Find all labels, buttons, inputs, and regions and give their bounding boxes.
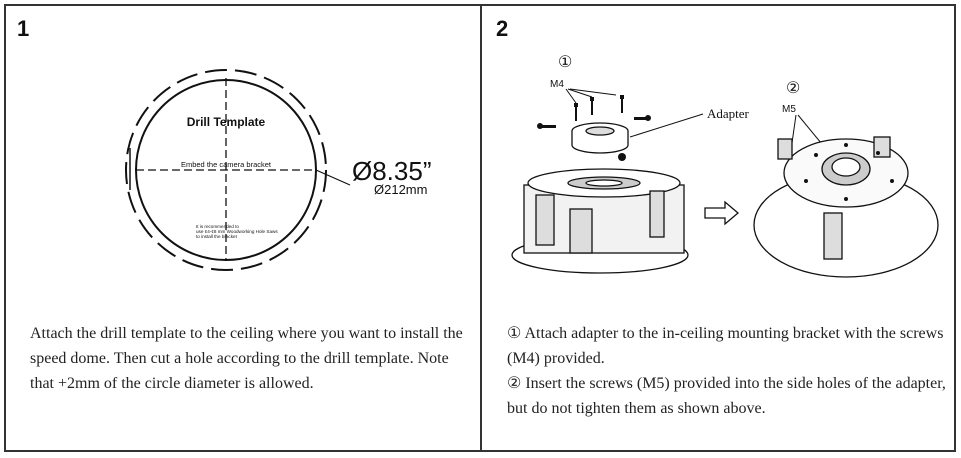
- assembled-bracket: [753, 136, 939, 278]
- adapter-ring: [571, 122, 629, 154]
- m4-screw-3: [620, 95, 624, 113]
- step-2-text: ① Attach adapter to the in-ceiling mount…: [507, 321, 947, 421]
- step-2-number: 2: [496, 16, 509, 41]
- template-outer-dashed-ring: [125, 69, 327, 271]
- step-2-line-1: ① Attach adapter to the in-ceiling mount…: [507, 325, 944, 367]
- drill-template-note-3: to install the bracket: [196, 234, 238, 239]
- mounting-bracket: [511, 168, 689, 274]
- adapter-nut: [618, 153, 626, 161]
- step-1-text: Attach the drill template to the ceiling…: [30, 321, 470, 396]
- diameter-leader-line: [315, 169, 351, 186]
- step-1-number: 1: [17, 16, 30, 41]
- adapter-leader-line: [629, 113, 704, 138]
- drill-template-note-2: use ¢4-¢8 mm Woodworking Hole Saws: [196, 229, 278, 234]
- diameter-mm-label: Ø212mm: [374, 182, 427, 197]
- m4-screw-label: M4: [550, 79, 564, 90]
- diameter-inches-label: Ø8.35”: [352, 156, 432, 186]
- callout-1-marker: ①: [558, 54, 572, 71]
- step-1-paragraph: Attach the drill template to the ceiling…: [30, 325, 463, 392]
- transition-arrow-icon: [704, 200, 740, 226]
- m4-screw-1: [574, 103, 578, 121]
- assembled-screw-holes: [804, 143, 894, 201]
- panel-divider: [480, 4, 482, 452]
- m5-screw-label: M5: [782, 104, 796, 115]
- adapter-label: Adapter: [707, 106, 750, 121]
- m4-leader-lines: [565, 88, 617, 104]
- side-screw-right: [634, 115, 651, 121]
- drill-template-title: Drill Template: [187, 115, 266, 129]
- m4-screw-2: [590, 97, 594, 115]
- side-screw-left: [537, 123, 556, 129]
- drill-template-illustration: Drill Template Embed the camera bracket …: [125, 69, 432, 271]
- adapter-installation-illustration: ① M4 Adapter: [511, 54, 939, 278]
- step-2-line-2: ② Insert the screws (M5) provided into t…: [507, 375, 946, 417]
- template-crosshair: [136, 78, 316, 260]
- drill-template-center-label: Embed the camera bracket: [181, 160, 272, 169]
- callout-2-marker: ②: [786, 80, 800, 97]
- drill-template-note-1: It is recommended to: [196, 224, 239, 229]
